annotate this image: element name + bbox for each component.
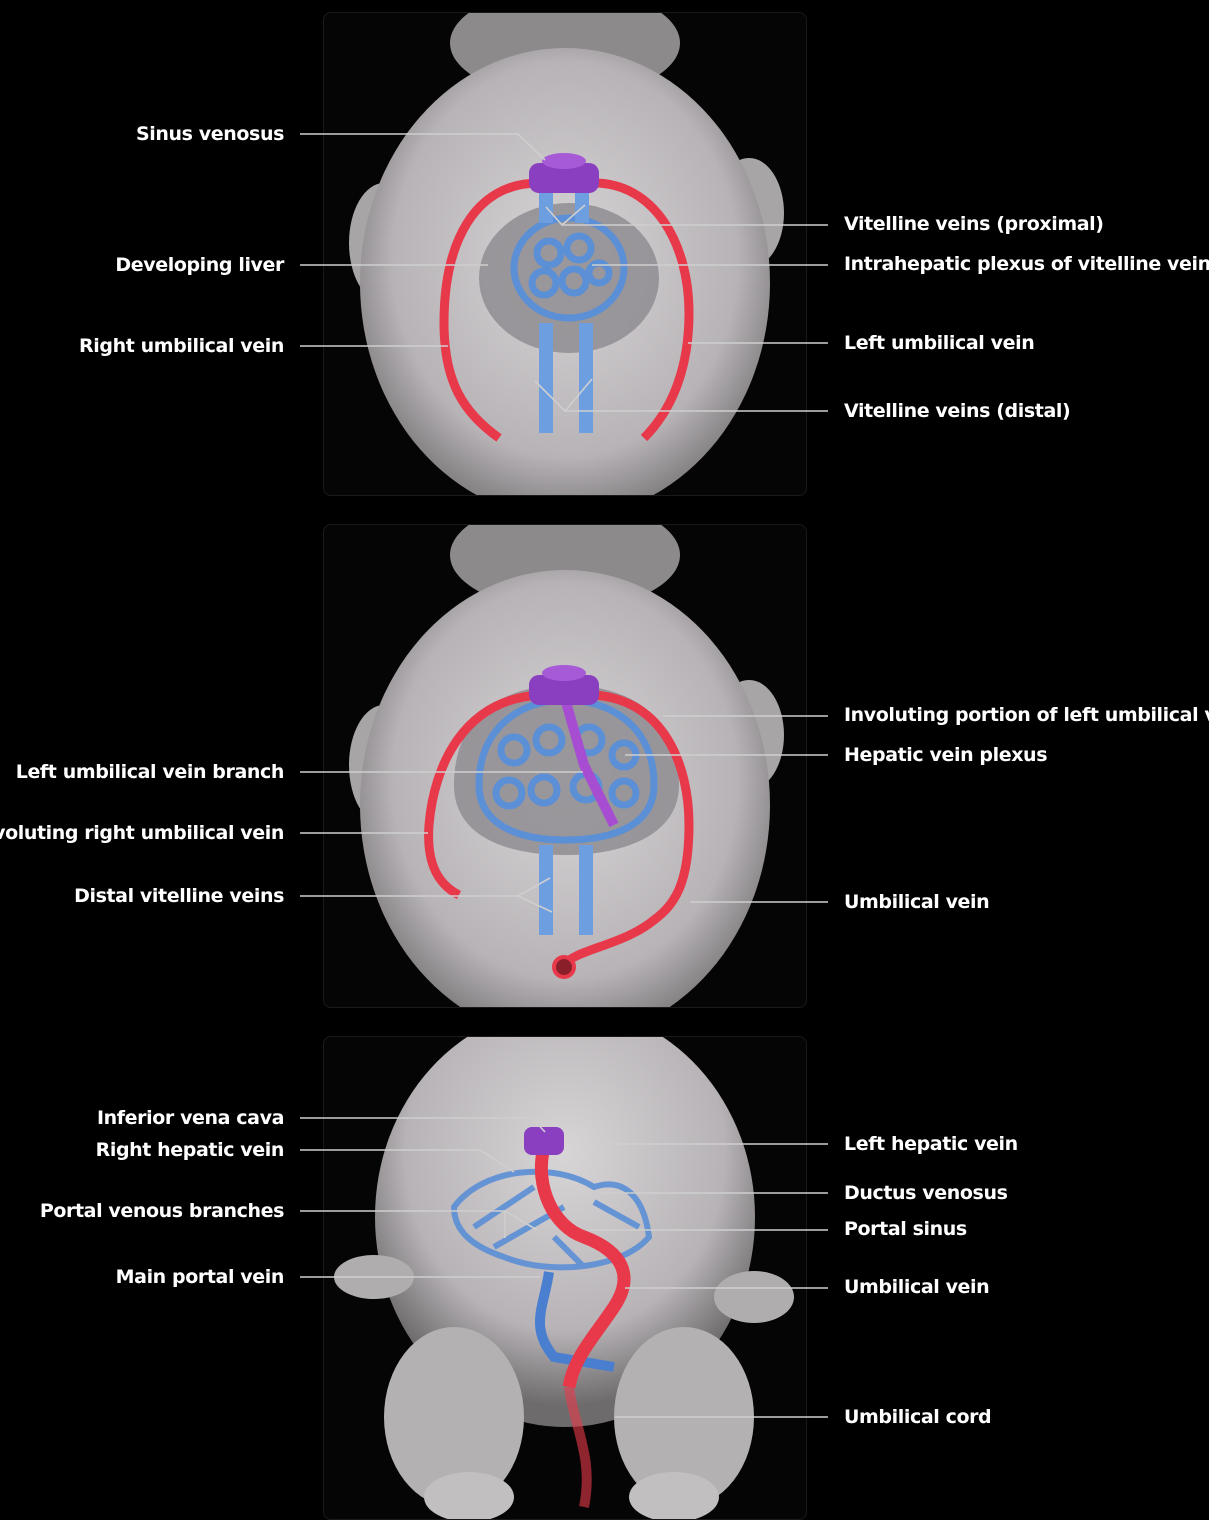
label-left-hepatic-vein: Left hepatic vein (844, 1132, 1018, 1156)
intermediate-stage-illustration (324, 525, 806, 1007)
label-left-umbilical-vein: Left umbilical vein (844, 331, 1034, 355)
label-vitelline-veins-proximal: Vitelline veins (proximal) (844, 212, 1104, 236)
label-developing-liver: Developing liver (115, 253, 284, 277)
label-ductus-venosus: Ductus venosus (844, 1181, 1008, 1205)
label-involuting-right-umbilical-vein: Involuting right umbilical vein (0, 821, 284, 845)
right-hand (714, 1271, 794, 1323)
label-vitelline-veins-distal: Vitelline veins (distal) (844, 399, 1070, 423)
early-stage-illustration (324, 13, 806, 495)
umbilical-vein-cut-end (554, 957, 574, 977)
label-involuting-left-umbilical-vein: Involuting portion of left umbilical vei… (844, 703, 1209, 727)
label-portal-venous-branches: Portal venous branches (40, 1199, 284, 1223)
label-umbilical-vein-late: Umbilical vein (844, 1275, 989, 1299)
label-umbilical-vein: Umbilical vein (844, 890, 989, 914)
inferior-vena-cava (524, 1127, 564, 1155)
label-portal-sinus: Portal sinus (844, 1217, 967, 1241)
label-sinus-venosus: Sinus venosus (136, 122, 284, 146)
panel-late-stage (323, 1036, 807, 1520)
label-hepatic-vein-plexus: Hepatic vein plexus (844, 743, 1047, 767)
label-inferior-vena-cava: Inferior vena cava (97, 1106, 284, 1130)
label-right-hepatic-vein: Right hepatic vein (96, 1138, 284, 1162)
panel-early-stage (323, 12, 807, 496)
label-main-portal-vein: Main portal vein (116, 1265, 284, 1289)
late-stage-illustration (324, 1037, 806, 1519)
label-left-umbilical-vein-branch: Left umbilical vein branch (16, 760, 284, 784)
developing-liver (479, 203, 659, 353)
panel-intermediate-stage (323, 524, 807, 1008)
label-intrahepatic-plexus: Intrahepatic plexus of vitelline veins (844, 252, 1209, 276)
label-distal-vitelline-veins: Distal vitelline veins (74, 884, 284, 908)
label-right-umbilical-vein: Right umbilical vein (79, 334, 284, 358)
label-umbilical-cord: Umbilical cord (844, 1405, 991, 1429)
left-hand (334, 1255, 414, 1299)
